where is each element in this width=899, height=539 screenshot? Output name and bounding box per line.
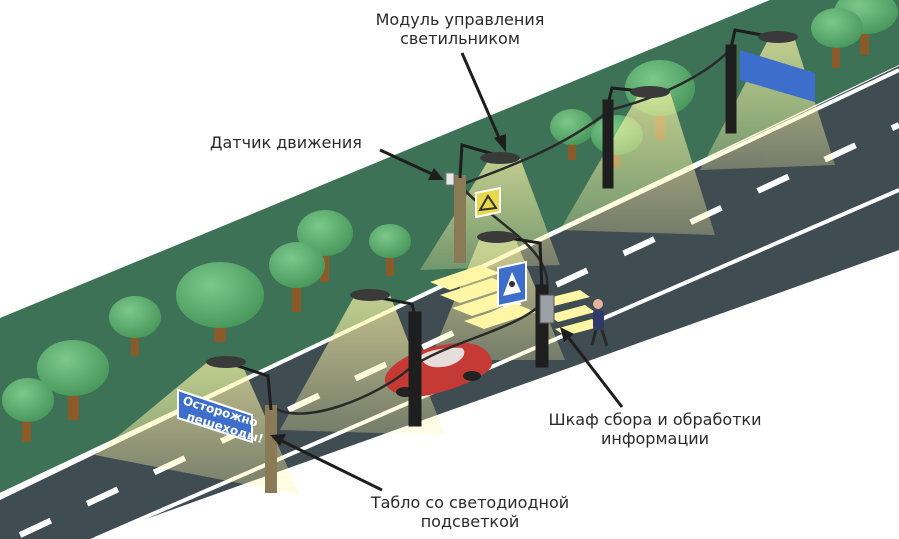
pedestrian [590, 299, 609, 347]
callout-control-module: Модуль управления светильником [345, 10, 575, 48]
tree [176, 262, 264, 342]
pole [206, 356, 277, 493]
tree [37, 340, 109, 420]
pole [350, 289, 422, 427]
tree [109, 296, 161, 356]
callout-motion-sensor-text: Датчик движения [210, 133, 362, 152]
pole [602, 86, 670, 189]
callout-control-module-line-1: Модуль управления [375, 10, 545, 29]
callout-control-module-line-2: светильником [400, 29, 520, 48]
callout-info-cabinet-line-1: Шкаф сбора и обработки [548, 410, 762, 429]
callout-info-cabinet: Шкаф сбора и обработки информации [530, 410, 780, 448]
callout-led-board-line-1: Табло со светодиодной [370, 493, 570, 512]
tree [2, 378, 54, 442]
callout-led-board-line-2: подсветкой [420, 512, 520, 531]
light-poles [206, 28, 798, 493]
tree [369, 224, 411, 276]
callout-pointers [270, 52, 624, 492]
crossing-sign-yellow [475, 186, 501, 219]
pedestrian-crossing [430, 265, 602, 336]
callout-led-board: Табло со светодиодной подсветкой [350, 493, 590, 531]
info-cabinet [539, 294, 555, 324]
callout-info-cabinet-line-2: информации [600, 429, 710, 448]
tree [269, 242, 325, 312]
tree [811, 8, 863, 68]
callout-motion-sensor: Датчик движения [210, 133, 390, 152]
pole [454, 143, 520, 263]
motion-sensor [445, 172, 455, 186]
pole [725, 28, 798, 134]
tree [550, 109, 594, 160]
overhead-info-sign [740, 50, 815, 102]
crossing-sign-blue [497, 260, 527, 308]
